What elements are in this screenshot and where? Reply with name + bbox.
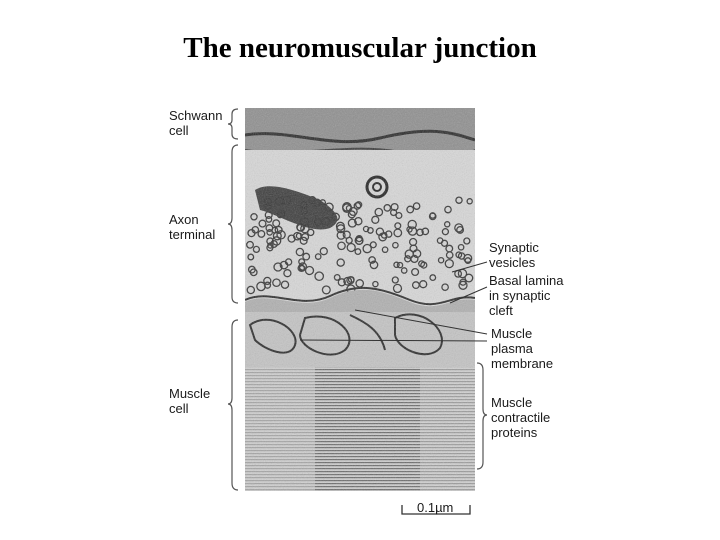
pointer-membrane-2 [299, 339, 488, 342]
label-line: cell [169, 401, 189, 416]
pointer-basal-lamina [449, 286, 488, 304]
pointer-synaptic-vesicles [451, 261, 488, 273]
label-schwann-cell: Schwann cell [169, 108, 222, 138]
electron-micrograph [245, 108, 475, 491]
label-line: Basal lamina [489, 273, 564, 288]
scale-bar [401, 505, 471, 515]
label-line: proteins [491, 425, 538, 440]
bracket-schwann [227, 108, 239, 140]
label-line: Muscle [491, 326, 533, 341]
pointer-lines [299, 261, 488, 342]
label-basal-lamina: Basal lamina in synaptic cleft [489, 273, 563, 318]
left-brackets [227, 108, 239, 491]
label-muscle-contractile-proteins: Muscle contractile proteins [491, 395, 550, 440]
label-line: cell [169, 123, 189, 138]
scale-bar-label: 0.1µm [417, 500, 454, 515]
label-line: in synaptic [489, 288, 551, 303]
pointer-membrane-1 [354, 309, 488, 335]
label-muscle-cell: Muscle cell [169, 386, 210, 416]
label-synaptic-vesicles: Synaptic vesicles [489, 240, 539, 270]
label-line: Muscle [169, 386, 211, 401]
bracket-muscle [227, 319, 239, 491]
label-line: Axon [169, 212, 199, 227]
label-line: cleft [489, 303, 513, 318]
label-line: Muscle [491, 395, 533, 410]
label-line: vesicles [489, 255, 536, 270]
label-muscle-plasma-membrane: Muscle plasma membrane [491, 326, 553, 371]
label-line: plasma [491, 341, 533, 356]
bracket-axon [227, 144, 239, 304]
label-line: Synaptic [489, 240, 539, 255]
label-line: contractile [491, 410, 551, 425]
page-title: The neuromuscular junction [183, 32, 537, 64]
label-line: terminal [169, 227, 216, 242]
label-axon-terminal: Axon terminal [169, 212, 215, 242]
label-line: membrane [491, 356, 554, 371]
bracket-contractile [476, 362, 488, 470]
label-line: Schwann [169, 108, 223, 123]
